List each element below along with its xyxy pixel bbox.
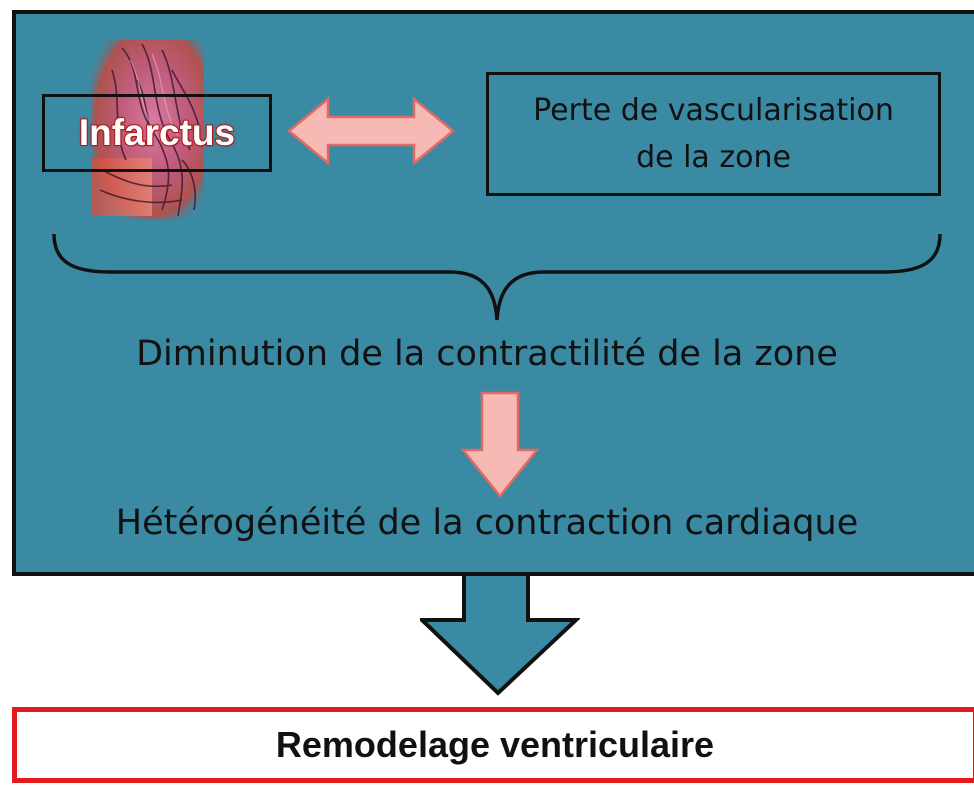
- curly-brace: [52, 233, 942, 321]
- remodelage-box: Remodelage ventriculaire: [12, 707, 974, 783]
- infarctus-label: Infarctus: [78, 111, 236, 154]
- vascularisation-box: Perte de vascularisation de la zone: [486, 72, 941, 196]
- double-arrow: [287, 96, 455, 166]
- heterogeneite-text: Hétérogénéité de la contraction cardiaqu…: [115, 503, 859, 543]
- infarctus-box: Infarctus: [42, 94, 272, 172]
- diminution-text: Diminution de la contractilité de la zon…: [136, 334, 838, 374]
- down-arrow-large: [420, 572, 580, 696]
- heart-image: [92, 40, 204, 220]
- vascularisation-text: Perte de vascularisation de la zone: [533, 93, 894, 175]
- remodelage-text: Remodelage ventriculaire: [275, 724, 715, 765]
- down-arrow-small: [460, 391, 540, 498]
